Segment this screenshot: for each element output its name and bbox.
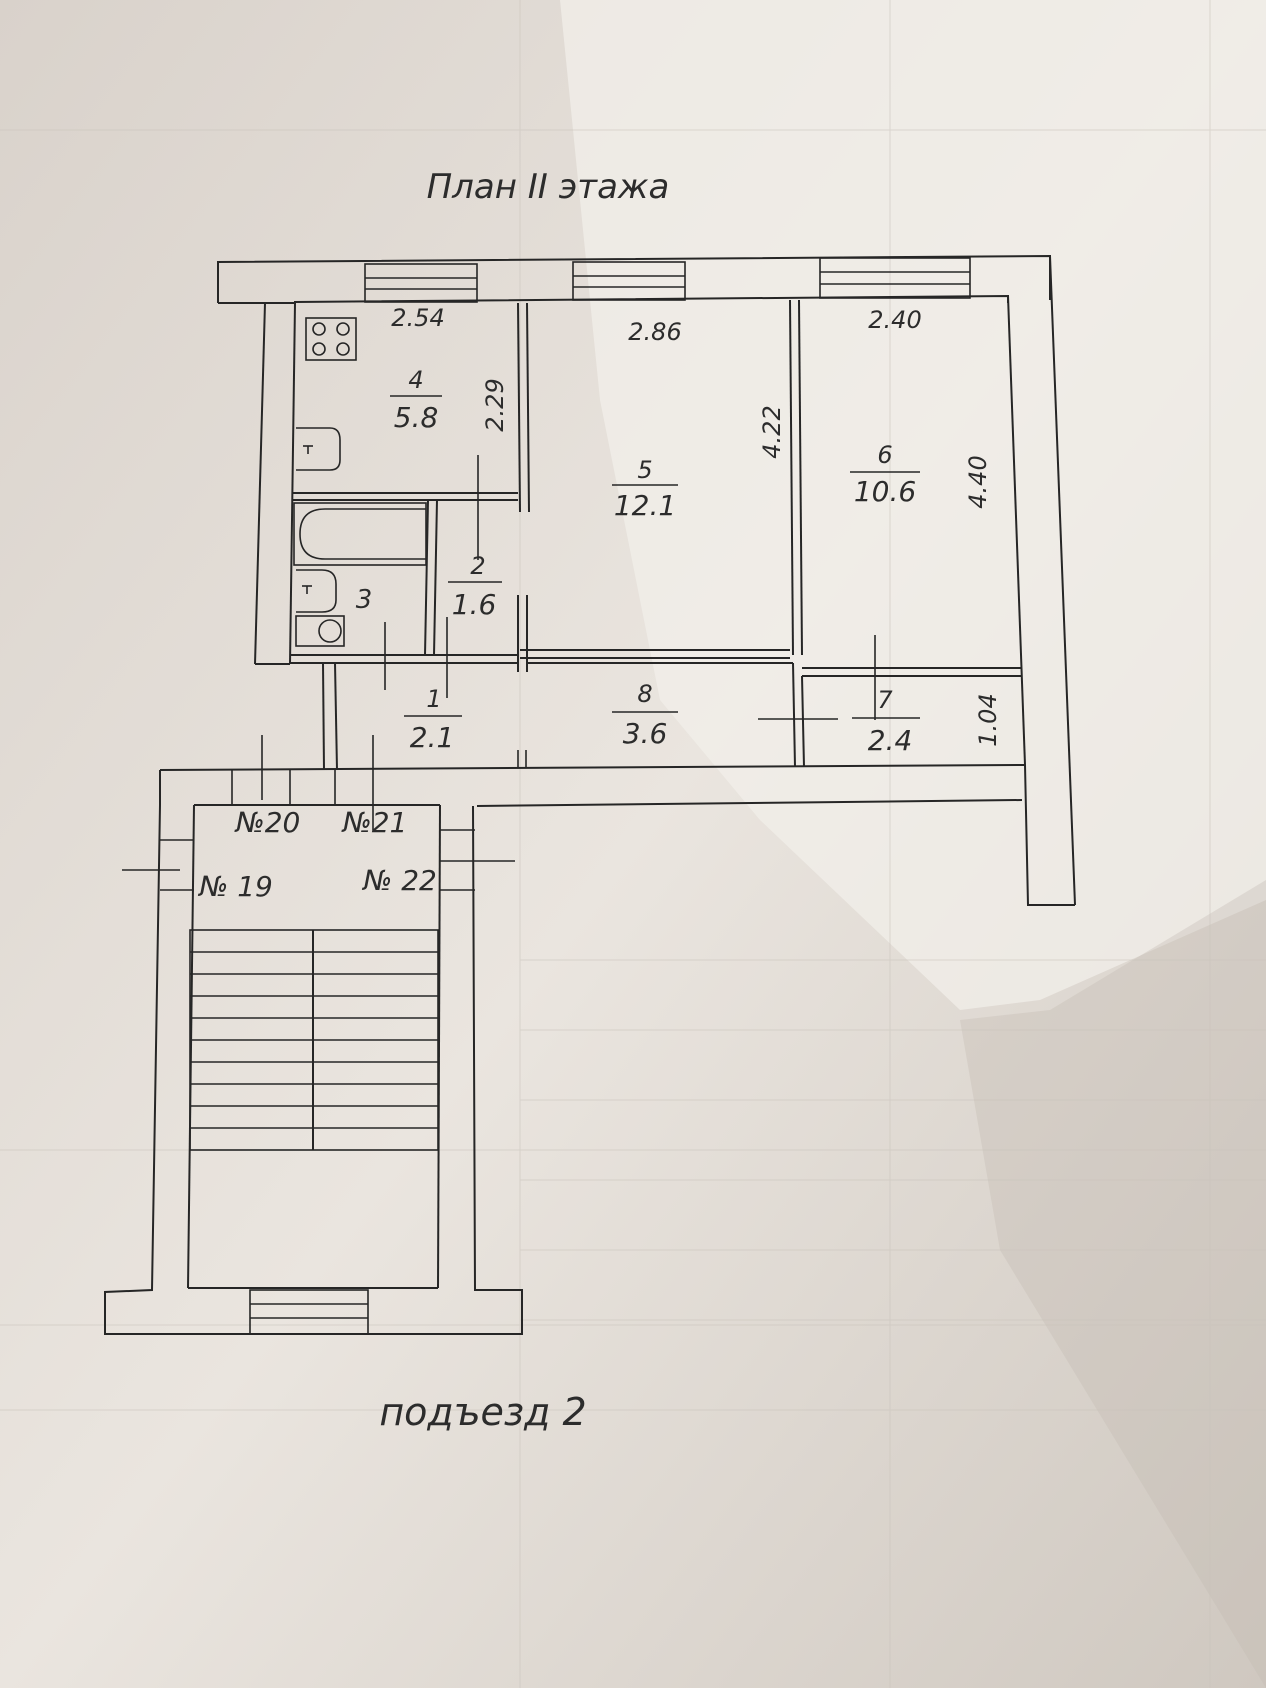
dim-kitchen-depth: 2.29 xyxy=(481,378,509,431)
dim-room6-depth: 4.40 xyxy=(964,455,992,508)
plan-title: План II этажа xyxy=(427,167,670,207)
room-7-area: 2.4 xyxy=(868,724,913,757)
apartment-21-label: №21 xyxy=(341,806,408,839)
stove-icon xyxy=(305,317,357,361)
dim-kitchen-width: 2.54 xyxy=(391,304,444,332)
light-patch xyxy=(560,0,1266,1010)
dim-room5-depth: 4.22 xyxy=(758,405,786,458)
shadow-patch xyxy=(960,880,1266,1688)
room-1-area: 2.1 xyxy=(410,721,455,754)
room-8-area: 3.6 xyxy=(623,717,668,750)
room-7-number: 7 xyxy=(877,686,893,714)
apartment-22-label: № 22 xyxy=(361,864,437,897)
stairwell xyxy=(104,770,523,1335)
dim-room6-width: 2.40 xyxy=(868,306,921,334)
interior-walls xyxy=(290,299,1022,771)
stair-steps xyxy=(190,951,438,1129)
bathtub-icon xyxy=(293,502,427,566)
apartment-numbers: №20 №21 № 19 № 22 xyxy=(197,806,437,903)
room-2-number: 2 xyxy=(470,552,485,580)
room-2-area: 1.6 xyxy=(452,588,497,621)
dim-room7-depth: 1.04 xyxy=(974,693,1002,746)
toilet-icon xyxy=(295,615,345,647)
dimension-labels: 2.54 2.86 2.40 2.29 4.22 4.40 1.04 xyxy=(391,304,1002,747)
apartment-20-label: №20 xyxy=(234,806,301,839)
room-5-area: 12.1 xyxy=(614,489,676,522)
door-marks xyxy=(122,455,876,871)
room-6-number: 6 xyxy=(877,441,892,469)
dim-room5-width: 2.86 xyxy=(628,318,681,346)
exterior-walls xyxy=(159,254,1076,906)
room-4-number: 4 xyxy=(408,366,423,394)
room-5-number: 5 xyxy=(637,456,652,484)
room-1-number: 1 xyxy=(426,685,441,713)
washbasin-icon xyxy=(296,569,337,613)
room-8-number: 8 xyxy=(637,680,652,708)
apartment-19-label: № 19 xyxy=(197,870,273,903)
room-6-area: 10.6 xyxy=(854,475,916,508)
room-labels: 4 5.8 5 12.1 6 10.6 2 1.6 3 1 2.1 8 3.6 … xyxy=(356,366,920,757)
kitchen-sink-icon xyxy=(296,427,341,471)
room-3-number: 3 xyxy=(356,585,373,615)
room-4-area: 5.8 xyxy=(394,401,439,434)
entrance-caption: подъезд 2 xyxy=(379,1390,586,1434)
